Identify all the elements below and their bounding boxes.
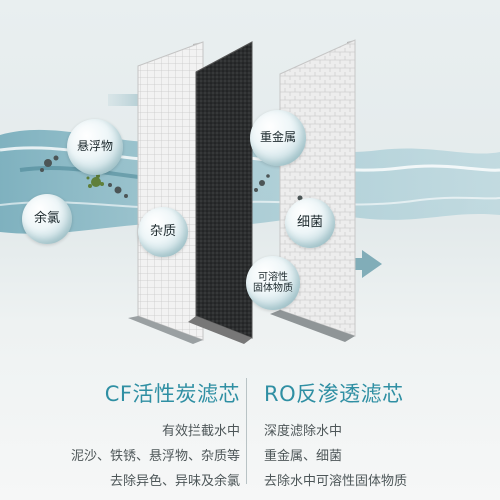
cf-filter-title: CF活性炭滤芯: [104, 382, 240, 406]
ro-line-3: 去除水中可溶性固体物质: [264, 474, 408, 489]
cf-line-2: 泥沙、铁锈、悬浮物、杂质等: [70, 449, 240, 464]
bubble-label: 重金属: [259, 130, 296, 145]
bacteria-icon: [86, 174, 104, 188]
arrow-icon: [340, 250, 382, 278]
cf-line-3: 去除异色、异味及余氯: [109, 474, 240, 489]
bacteria-bubble: 细菌: [285, 198, 335, 248]
cf-line-1: 有效拦截水中: [161, 424, 240, 439]
section-divider: [246, 378, 247, 484]
bubble-label: 余氯: [33, 210, 60, 226]
soluble-solids-bubble: 可溶性 固体物质: [246, 256, 300, 310]
ro-line-1: 深度滤除水中: [264, 424, 343, 439]
bubble-label: 悬浮物: [76, 139, 113, 154]
bubble-label-line2: 固体物质: [253, 283, 293, 294]
impurities-bubble: 杂质: [138, 207, 188, 257]
bubble-label: 细菌: [296, 214, 323, 230]
bubble-label-line1: 可溶性: [258, 271, 288, 283]
ro-line-2: 重金属、细菌: [264, 449, 343, 464]
heavy-metal-bubble: 重金属: [250, 110, 306, 166]
ro-filter-title: RO反渗透滤芯: [264, 382, 404, 406]
cf-filter-description: CF活性炭滤芯 有效拦截水中 泥沙、铁锈、悬浮物、杂质等 去除异色、异味及余氯: [18, 378, 240, 489]
bubble-label: 杂质: [149, 223, 176, 239]
suspended-solids-bubble: 悬浮物: [67, 119, 123, 175]
ro-filter-description: RO反渗透滤芯 深度滤除水中 重金属、细菌 去除水中可溶性固体物质: [264, 378, 494, 489]
residual-chlorine-bubble: 余氯: [22, 194, 72, 244]
bubble-label-group: 可溶性 固体物质: [253, 272, 293, 295]
